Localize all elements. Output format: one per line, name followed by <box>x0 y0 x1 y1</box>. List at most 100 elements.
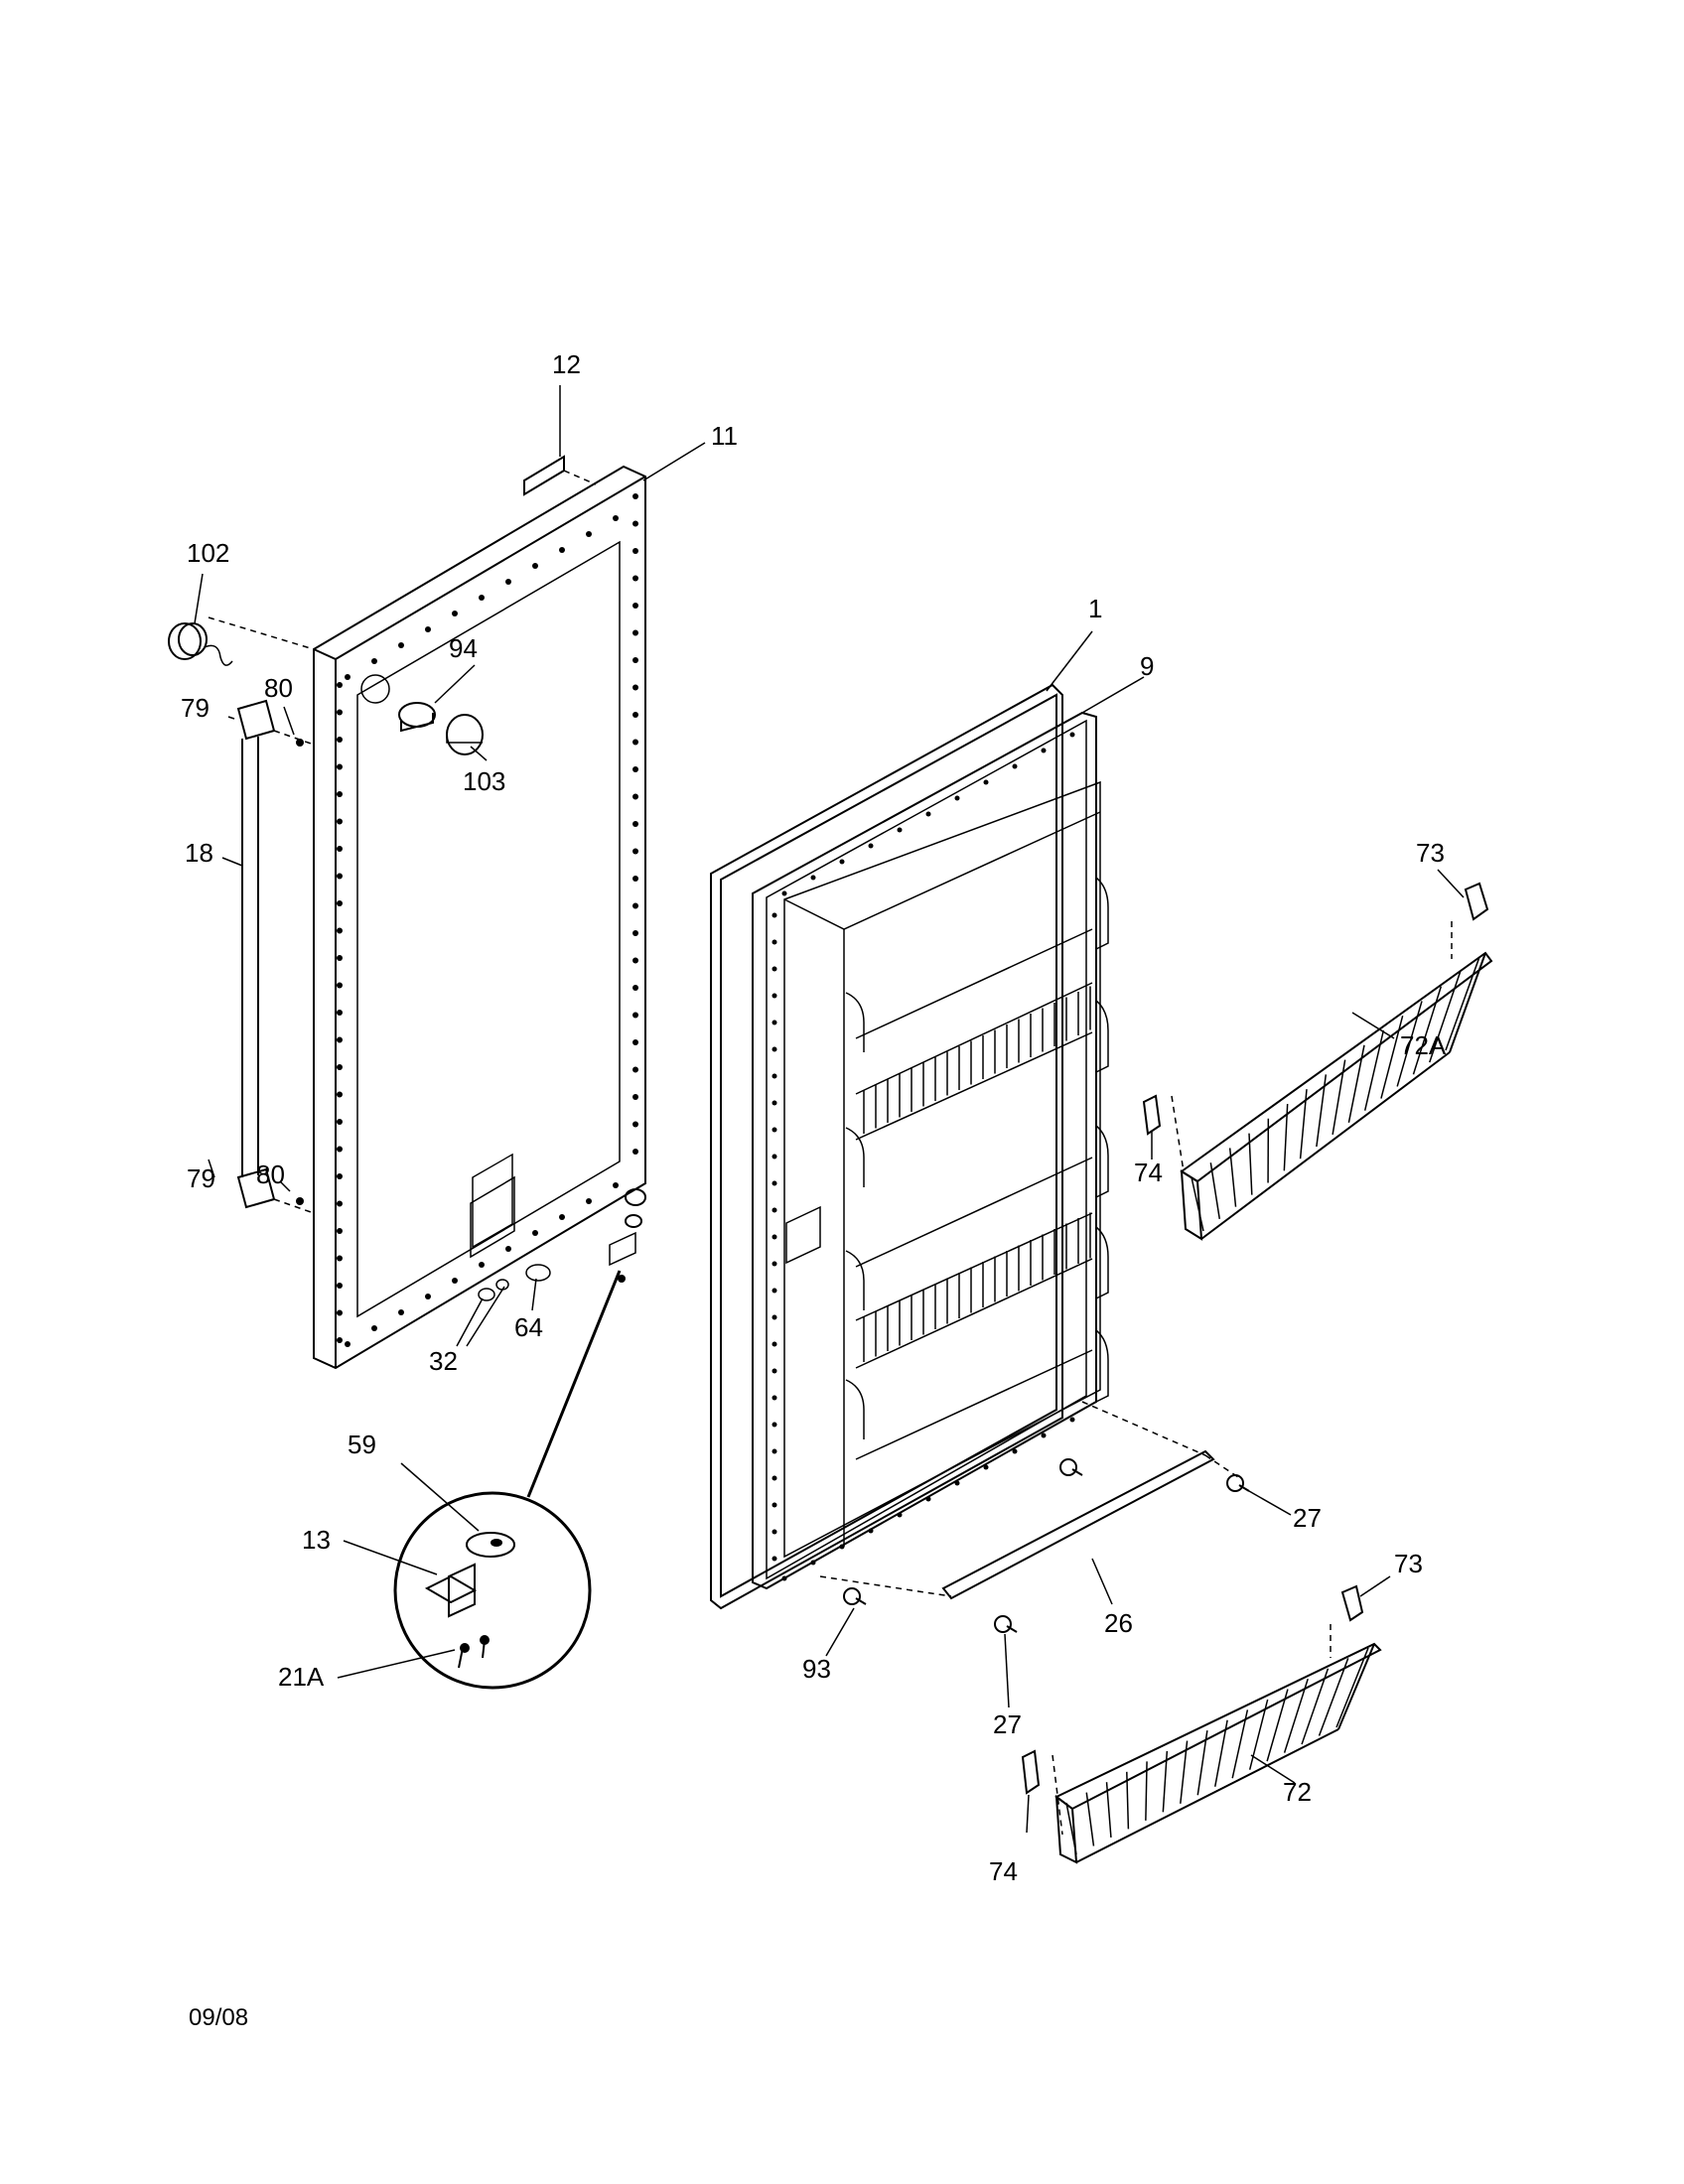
screw-hole <box>337 791 343 797</box>
screw-hole <box>632 957 638 964</box>
screw-hole <box>632 848 638 855</box>
callout-27-right: 27 <box>1293 1503 1322 1533</box>
screw-hole <box>772 1207 777 1213</box>
callout-13: 13 <box>302 1525 331 1555</box>
screw-hole <box>772 1529 777 1535</box>
screw-hole <box>772 939 777 945</box>
rack-rib <box>1213 1719 1228 1787</box>
callout-21A: 21A <box>278 1662 325 1692</box>
screw-hole <box>613 515 619 521</box>
screw-hole <box>772 912 777 918</box>
screw-hole <box>632 712 638 718</box>
door-rack-upper <box>1180 951 1493 1241</box>
screw-hole <box>337 737 343 743</box>
screw-hole <box>632 575 638 582</box>
rack-rib <box>1248 1133 1253 1195</box>
callout-73-lower: 73 <box>1394 1549 1423 1578</box>
callout-59: 59 <box>348 1430 376 1459</box>
screw-hole <box>1041 1433 1047 1438</box>
screw-hole <box>1012 1448 1018 1454</box>
screw-hole <box>772 1073 777 1079</box>
screw-hole <box>868 843 874 849</box>
screw-hole <box>954 1480 960 1486</box>
screw-hole <box>632 902 638 909</box>
screw-hole <box>839 859 845 865</box>
screw-hole <box>337 982 343 989</box>
screw-hole <box>452 611 458 616</box>
screw-hole <box>1041 748 1047 753</box>
rack-rib <box>1145 1761 1148 1821</box>
screw-hole <box>613 1182 619 1188</box>
rack-rib <box>1283 1678 1309 1753</box>
screw-hole <box>772 1395 777 1401</box>
screw-hole <box>772 1314 777 1320</box>
screw-hole <box>983 1464 989 1470</box>
screw-hole <box>337 1119 343 1125</box>
screw-hole <box>337 1064 343 1070</box>
callout-102: 102 <box>187 538 229 568</box>
callout-74-upper: 74 <box>1134 1158 1163 1187</box>
rack-rib <box>1085 1792 1095 1846</box>
rack-rib <box>1335 1647 1369 1728</box>
callout-32: 32 <box>429 1346 458 1376</box>
rack-rib <box>1318 1658 1349 1736</box>
screw-hole <box>632 493 638 499</box>
rack-rib <box>1332 1059 1346 1136</box>
screw-hole <box>772 1288 777 1294</box>
screw-hole <box>772 1046 777 1052</box>
screw-hole <box>772 1556 777 1562</box>
screw-hole <box>772 966 777 972</box>
screw-hole <box>781 890 787 896</box>
screw-hole <box>925 811 931 817</box>
screw-hole <box>337 1337 343 1343</box>
screw-hole <box>772 1100 777 1106</box>
screw-hole <box>772 1475 777 1481</box>
callout-80-upper: 80 <box>264 673 293 703</box>
screw-hole <box>337 709 343 716</box>
screw-hole <box>632 548 638 554</box>
leader-lines <box>194 385 1465 1834</box>
rack-rib <box>1412 986 1443 1075</box>
screw-hole <box>337 1255 343 1262</box>
screw-hole <box>337 1036 343 1043</box>
screw-hole <box>337 1010 343 1016</box>
callout-72: 72 <box>1283 1777 1312 1807</box>
screw-hole <box>532 1230 538 1236</box>
screw-hole <box>772 1234 777 1240</box>
callout-94: 94 <box>449 633 478 663</box>
rack-rib <box>1266 1689 1289 1762</box>
screw-hole <box>954 795 960 801</box>
screw-hole <box>1012 763 1018 769</box>
screw-hole <box>632 1149 638 1155</box>
screw-hole <box>337 1283 343 1289</box>
door-liner <box>752 711 1109 1590</box>
screw-hole <box>337 1200 343 1207</box>
screw-hole <box>559 547 565 553</box>
rack-rib <box>1283 1103 1289 1171</box>
rack-rib <box>1363 1029 1385 1111</box>
callout-80-lower: 80 <box>256 1160 285 1189</box>
screw-hole <box>897 1512 903 1518</box>
screw-hole <box>425 626 431 632</box>
screw-hole <box>632 985 638 991</box>
screw-hole <box>371 658 377 664</box>
label-plate <box>523 455 597 496</box>
screw-hole <box>632 1012 638 1019</box>
screw-hole <box>337 1146 343 1153</box>
screw-hole <box>810 1560 816 1566</box>
rack-rib <box>1126 1771 1130 1830</box>
outer-door-panel <box>313 465 646 1370</box>
screw-hole <box>398 1309 404 1315</box>
rack-rib <box>1299 1089 1308 1160</box>
screw-hole <box>337 818 343 825</box>
screw-hole <box>337 900 343 906</box>
callout-79-lower: 79 <box>187 1163 215 1193</box>
screw-hole <box>983 779 989 785</box>
callout-73-upper: 73 <box>1416 838 1445 868</box>
screw-hole <box>772 1020 777 1025</box>
screw-hole <box>371 1325 377 1331</box>
screw-hole <box>632 629 638 636</box>
screw-hole <box>337 763 343 770</box>
callout-64: 64 <box>514 1312 543 1342</box>
